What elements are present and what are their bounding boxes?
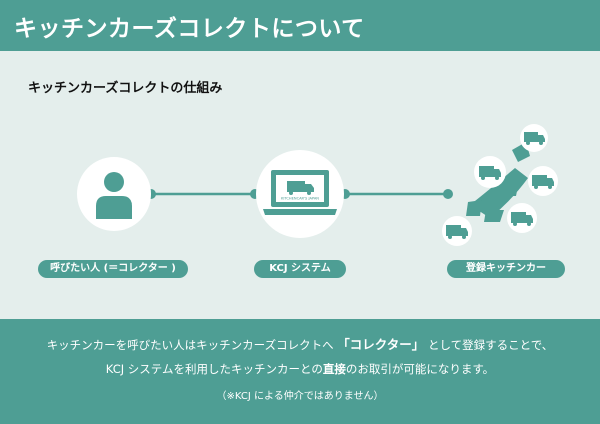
system-diagram: KITCHENCAR'S JAPAN <box>77 124 558 246</box>
food-truck-icon <box>442 216 472 246</box>
food-truck-icon <box>520 124 548 152</box>
footer-text: キッチンカーを呼びたい人はキッチンカーズコレクトへ <box>46 338 334 352</box>
truck-network <box>442 124 558 246</box>
trucks-label-pill: 登録キッチンカー <box>447 260 565 278</box>
food-truck-icon <box>507 203 537 233</box>
food-truck-icon <box>528 166 558 196</box>
footer-note: （※KCJ による仲介ではありません） <box>216 391 384 402</box>
person-icon <box>96 172 132 219</box>
food-truck-icon <box>474 156 506 188</box>
caller-label-pill: 呼びたい人 (＝コレクター ) <box>38 260 188 278</box>
section-title: キッチンカーズコレクトの仕組み <box>28 81 223 96</box>
collector-highlight: 「コレクター」 <box>337 337 425 352</box>
system-label: KCJ システム <box>269 263 331 274</box>
footer-line-1: キッチンカーを呼びたい人はキッチンカーズコレクトへ 「コレクター」 として登録す… <box>0 334 600 353</box>
header-bar: キッチンカーズコレクトについて <box>0 0 600 51</box>
caller-node <box>77 157 151 231</box>
direct-highlight: 直接 <box>322 362 346 376</box>
trucks-label: 登録キッチンカー <box>466 263 546 274</box>
footer-text: KCJ システムを利用したキッチンカーとの <box>105 362 323 376</box>
system-label-pill: KCJ システム <box>254 260 346 278</box>
footer-text: として登録することで、 <box>427 338 554 352</box>
footer-text: のお取引が可能になります。 <box>345 362 495 376</box>
caller-label: 呼びたい人 (＝コレクター ) <box>50 263 176 274</box>
page-title: キッチンカーズコレクトについて <box>14 16 365 42</box>
laptop-icon <box>263 170 337 215</box>
footer-line-2: KCJ システムを利用したキッチンカーとの直接のお取引が可能になります。 <box>0 361 600 377</box>
footer-panel: キッチンカーを呼びたい人はキッチンカーズコレクトへ 「コレクター」 として登録す… <box>0 319 600 424</box>
system-node: KITCHENCAR'S JAPAN <box>256 150 344 238</box>
laptop-screen-label: KITCHENCAR'S JAPAN <box>281 197 319 201</box>
